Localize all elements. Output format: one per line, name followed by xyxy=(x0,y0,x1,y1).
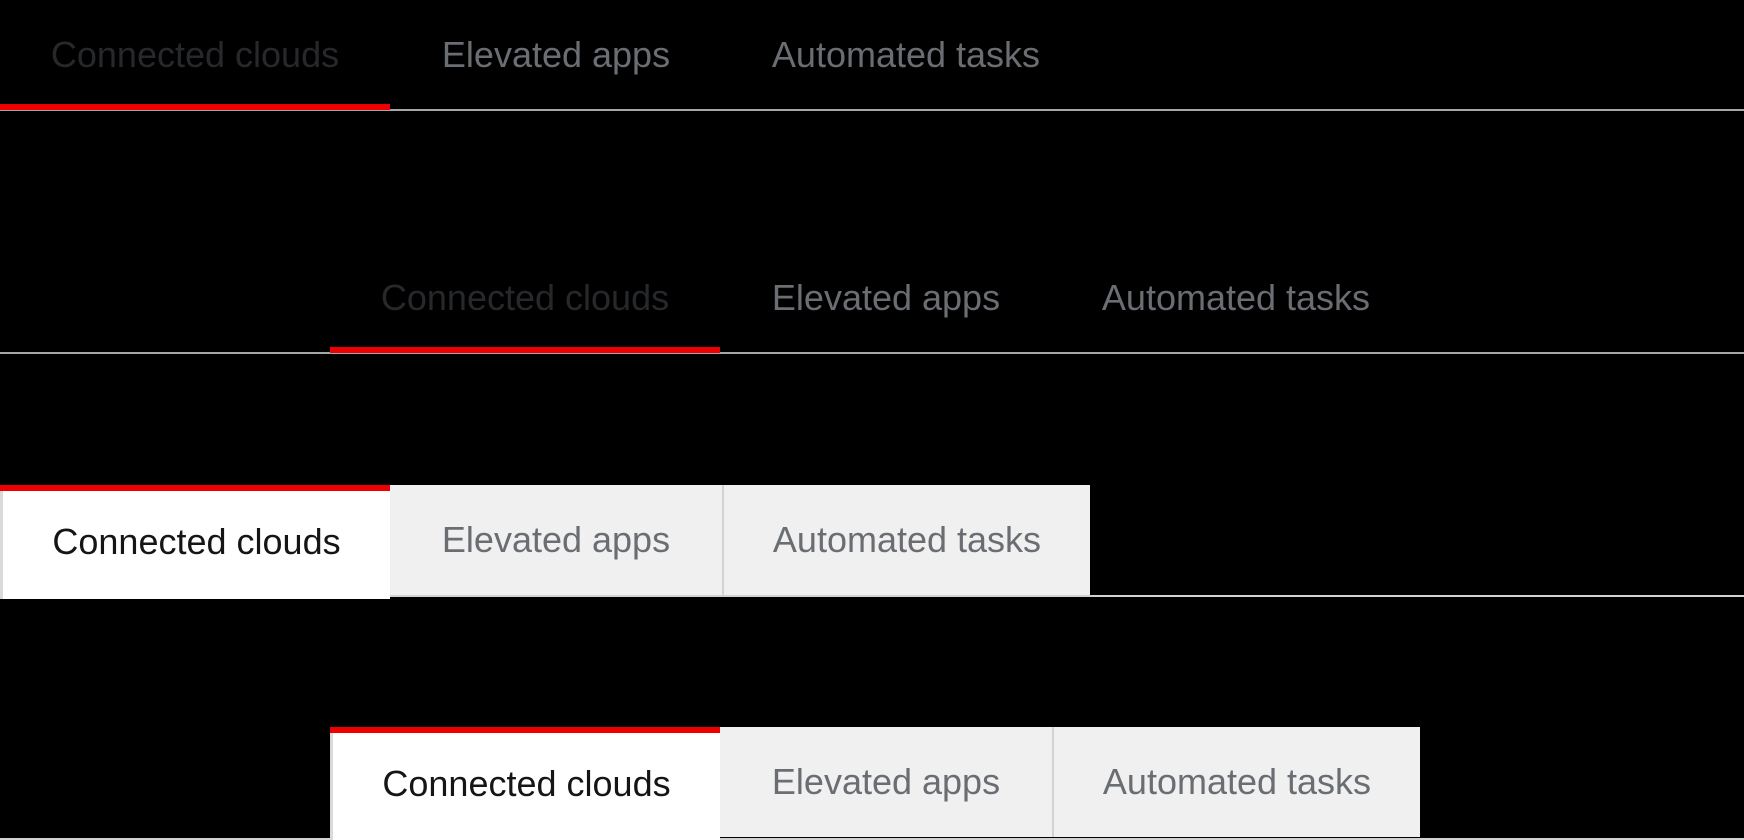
tab-connected-clouds[interactable]: Connected clouds xyxy=(0,485,390,599)
active-tab-indicator xyxy=(0,104,390,110)
tab-label: Automated tasks xyxy=(771,34,1041,75)
tab-label: Connected clouds xyxy=(380,277,670,318)
tab-group-underline-indented: Connected clouds Elevated apps Automated… xyxy=(330,243,1420,353)
tab-elevated-apps[interactable]: Elevated apps xyxy=(390,0,722,110)
tabs-bottom-border xyxy=(0,352,1744,354)
tab-connected-clouds[interactable]: Connected clouds xyxy=(0,0,390,110)
tab-connected-clouds[interactable]: Connected clouds xyxy=(330,243,720,353)
tab-automated-tasks[interactable]: Automated tasks xyxy=(722,0,1090,110)
tab-label: Automated tasks xyxy=(1102,761,1372,802)
active-tab-indicator xyxy=(330,347,720,353)
tab-label: Automated tasks xyxy=(1101,277,1371,318)
tab-label: Elevated apps xyxy=(771,277,1001,318)
tab-label: Automated tasks xyxy=(772,519,1042,560)
tab-elevated-apps[interactable]: Elevated apps xyxy=(390,485,722,595)
tabs-bottom-border xyxy=(0,595,1744,597)
tab-label: Connected clouds xyxy=(382,763,671,804)
tab-label: Connected clouds xyxy=(52,521,341,562)
tab-elevated-apps[interactable]: Elevated apps xyxy=(720,727,1052,837)
tab-automated-tasks[interactable]: Automated tasks xyxy=(1052,727,1420,837)
tab-label: Elevated apps xyxy=(441,34,671,75)
tab-label: Elevated apps xyxy=(441,519,671,560)
tab-group-box-indented: Connected clouds Elevated apps Automated… xyxy=(330,727,1420,840)
tab-group-box-default: Connected clouds Elevated apps Automated… xyxy=(0,485,1090,599)
active-tab-indicator xyxy=(0,485,390,491)
tab-label: Elevated apps xyxy=(771,761,1001,802)
tab-group-underline-default: Connected clouds Elevated apps Automated… xyxy=(0,0,1090,110)
tab-automated-tasks[interactable]: Automated tasks xyxy=(1052,243,1420,353)
tabs-bottom-border xyxy=(0,109,1744,111)
tabs-bottom-border xyxy=(0,838,1744,840)
active-tab-indicator xyxy=(330,727,720,733)
tab-connected-clouds[interactable]: Connected clouds xyxy=(330,727,720,840)
tab-automated-tasks[interactable]: Automated tasks xyxy=(722,485,1090,595)
tab-label: Connected clouds xyxy=(50,34,340,75)
tab-elevated-apps[interactable]: Elevated apps xyxy=(720,243,1052,353)
